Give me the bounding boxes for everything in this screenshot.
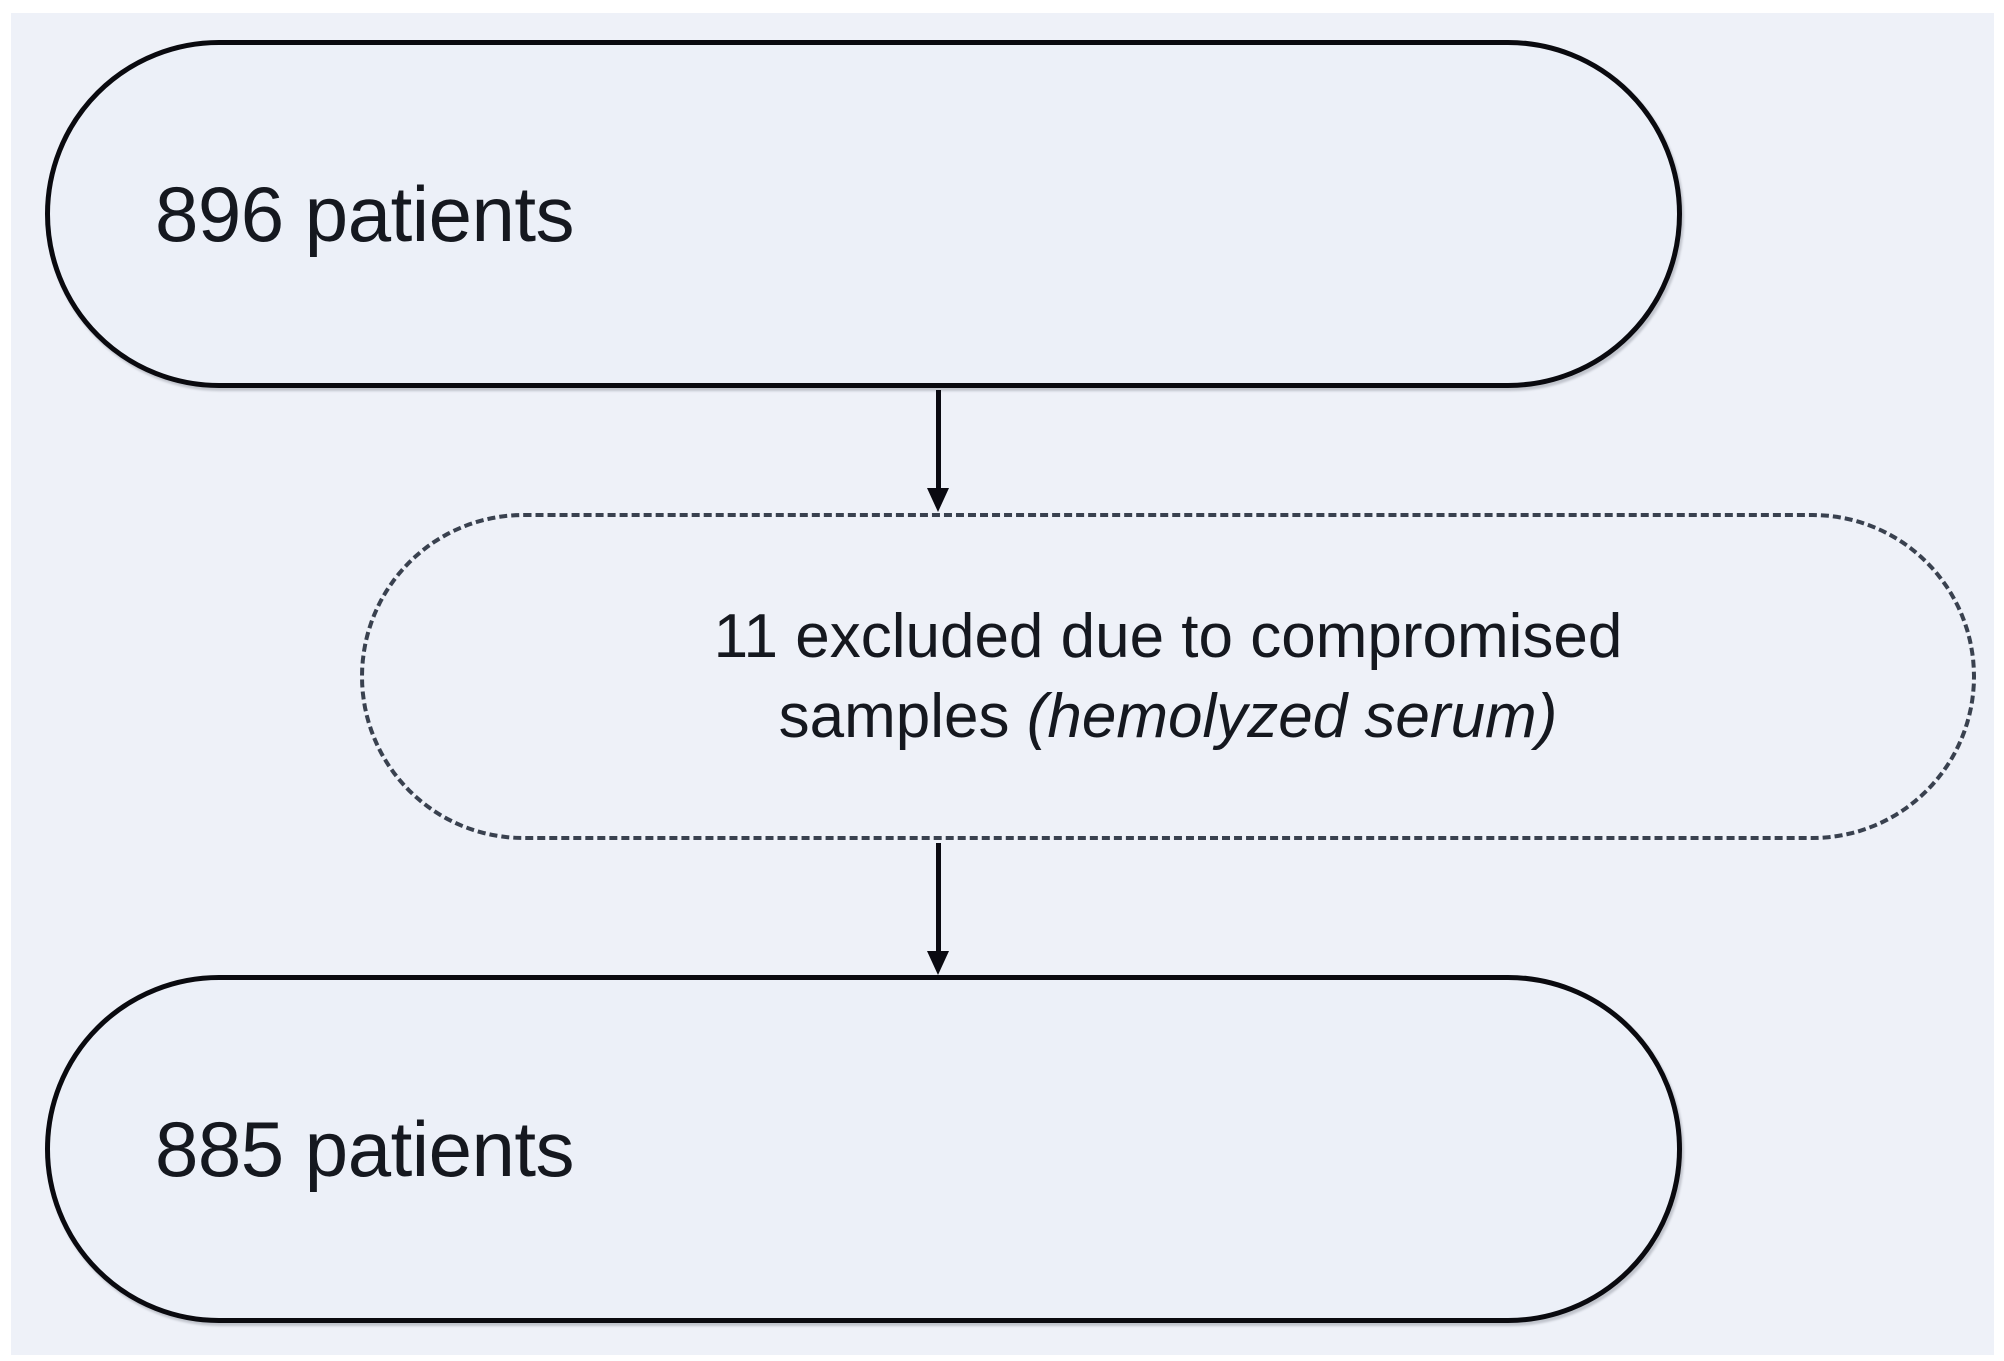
excluded-line-2-prefix: samples	[778, 681, 1027, 751]
arrow-shaft	[936, 390, 941, 490]
excluded-line-2: samples (hemolyzed serum)	[779, 680, 1558, 753]
arrow-enrolled-to-excluded	[927, 390, 949, 514]
node-analyzed-patients: 885 patients	[45, 975, 1682, 1323]
arrow-shaft	[936, 843, 941, 953]
arrow-head-icon	[927, 951, 949, 975]
canvas-edge-left	[0, 0, 11, 1361]
arrow-excluded-to-analyzed	[927, 843, 949, 977]
canvas-edge-bottom	[0, 1355, 2004, 1361]
arrow-head-icon	[927, 488, 949, 512]
node-enrolled-label: 896 patients	[155, 170, 575, 258]
canvas-edge-right	[1994, 0, 2004, 1361]
excluded-line-1: 11 excluded due to compromised	[713, 602, 1623, 672]
node-excluded-patients: 11 excluded due to compromised samples (…	[360, 513, 1976, 840]
excluded-line-2-italic: (hemolyzed serum)	[1026, 681, 1558, 751]
canvas-edge-top	[0, 0, 2004, 13]
node-enrolled-patients: 896 patients	[45, 40, 1682, 388]
node-analyzed-label: 885 patients	[155, 1105, 575, 1193]
